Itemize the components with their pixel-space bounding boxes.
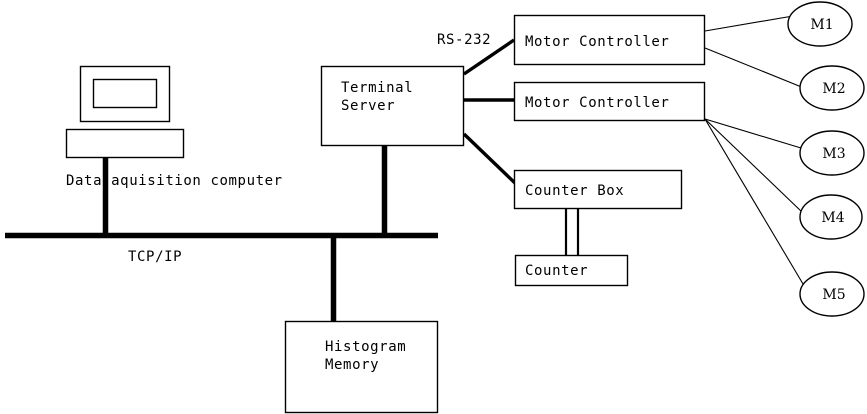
computer-label: Data aquisition computer (66, 173, 283, 189)
motor-m3-label: M3 (822, 146, 845, 162)
counter-box-label: Counter Box (525, 183, 624, 199)
counter-box[interactable] (514, 254, 629, 287)
computer-base-icon (65, 128, 185, 159)
monitor-screen-icon (92, 78, 158, 109)
motor-controller-2-label: Motor Controller (525, 95, 669, 111)
link-motor-controller-2-to-m4 (704, 118, 804, 214)
link-motor-controller-1-to-m2 (704, 47, 805, 89)
rs232-link-to-counter-box (462, 132, 518, 186)
tcpip-bus-label: TCP/IP (128, 249, 182, 265)
motor-m2-label: M2 (822, 81, 845, 97)
motor-m2-ellipse[interactable] (799, 65, 865, 111)
motor-m3-ellipse[interactable] (799, 130, 865, 176)
counter-label: Counter (525, 263, 588, 279)
motor-m5-label: M5 (822, 287, 845, 303)
terminal-server-box[interactable] (320, 65, 465, 147)
terminal-server-label-line2: Server (341, 98, 395, 114)
motor-m4-label: M4 (821, 210, 844, 226)
histogram-memory-box[interactable] (284, 320, 439, 414)
rs232-label: RS-232 (437, 32, 491, 48)
motor-controller-1-label: Motor Controller (525, 34, 669, 50)
link-motor-controller-2-to-m5 (704, 118, 807, 290)
link-motor-controller-1-to-m1 (704, 15, 794, 32)
motor-m4-ellipse[interactable] (799, 194, 863, 240)
counter-box-box[interactable] (513, 169, 683, 210)
motor-m1-label: M1 (810, 17, 833, 33)
motor-controller-2-box[interactable] (513, 81, 706, 122)
motor-controller-1-box[interactable] (513, 14, 706, 66)
motor-m1-ellipse[interactable] (787, 1, 853, 47)
histogram-memory-label-line2: Memory (325, 357, 379, 373)
link-motor-controller-2-to-m3 (704, 118, 802, 149)
rs232-link-to-motor-controller-1 (463, 38, 515, 76)
motor-m5-ellipse[interactable] (799, 271, 865, 317)
terminal-server-label-line1: Terminal (341, 80, 413, 96)
histogram-memory-label-line1: Histogram (325, 339, 406, 355)
